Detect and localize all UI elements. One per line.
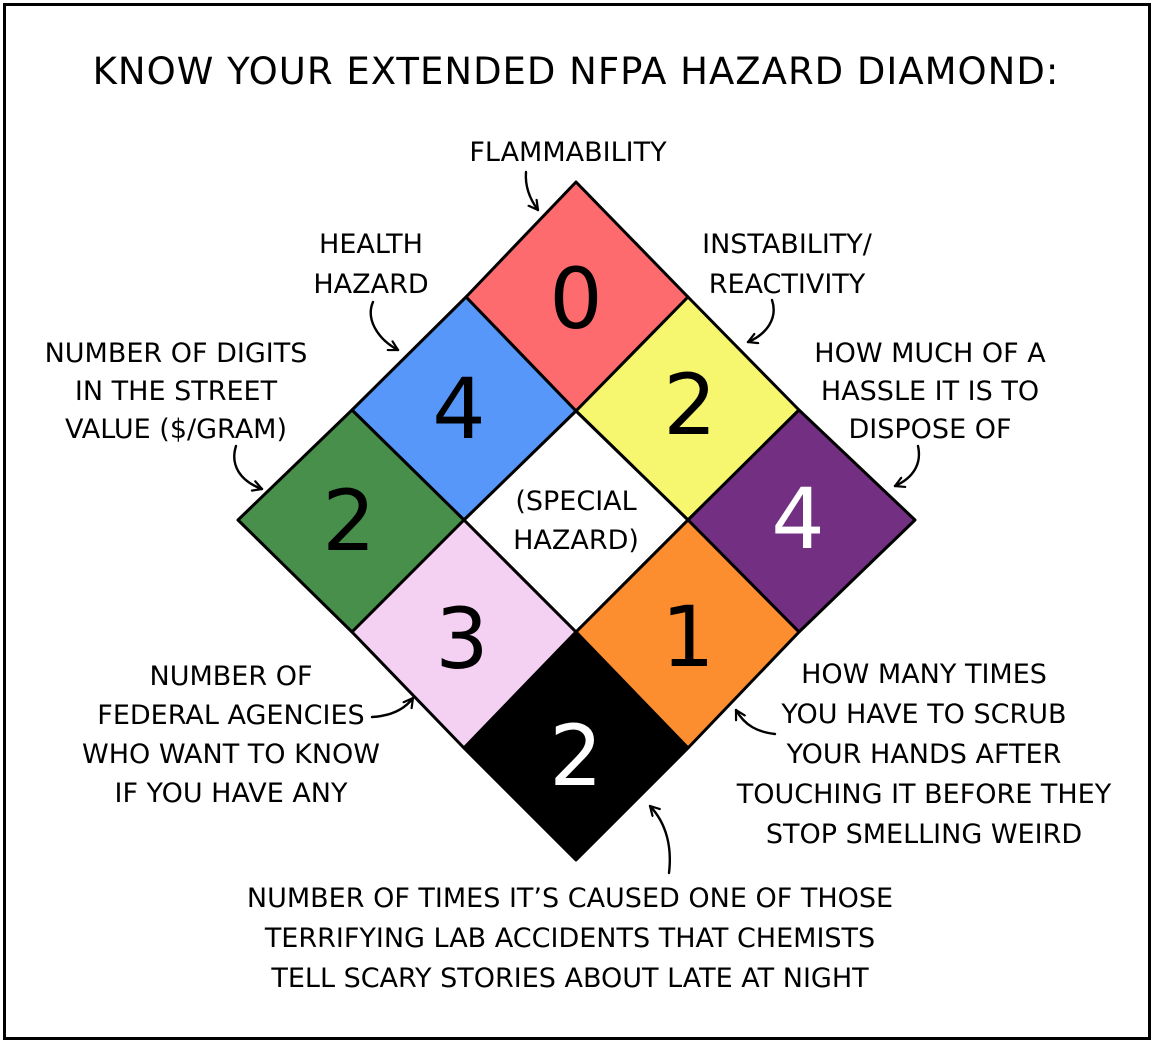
label-scrub-line: YOUR HANDS AFTER xyxy=(786,739,1062,770)
label-scrub-line: YOU HAVE TO SCRUB xyxy=(780,699,1066,730)
label-federal-line: IF YOU HAVE ANY xyxy=(114,778,348,809)
value-flammability: 0 xyxy=(549,250,602,348)
label-lab-accidents: NUMBER OF TIMES IT’S CAUSED ONE OF THOSE… xyxy=(247,883,893,994)
label-federal-line: NUMBER OF xyxy=(150,661,313,692)
label-health: HEALTH HAZARD xyxy=(313,229,428,300)
label-street-value-line: NUMBER OF DIGITS xyxy=(45,338,308,369)
label-street-value-line: IN THE STREET xyxy=(75,376,278,407)
value-lab-accidents: 2 xyxy=(549,707,602,805)
page-title: KNOW YOUR EXTENDED NFPA HAZARD DIAMOND: xyxy=(93,50,1060,93)
special-hazard-line-2: HAZARD) xyxy=(513,525,639,556)
arrow-disposal xyxy=(893,444,921,486)
label-scrub: HOW MANY TIMES YOU HAVE TO SCRUB YOUR HA… xyxy=(736,659,1112,850)
label-health-line: HAZARD xyxy=(313,269,428,300)
value-scrub: 1 xyxy=(661,588,714,686)
label-disposal-line: DISPOSE OF xyxy=(849,414,1012,445)
label-street-value-line: VALUE ($/GRAM) xyxy=(65,414,287,445)
arrow-lab-accidents xyxy=(648,804,671,875)
arrow-federal xyxy=(370,696,415,719)
value-health: 4 xyxy=(432,360,485,458)
label-scrub-line: STOP SMELLING WEIRD xyxy=(766,819,1082,850)
arrow-flammability xyxy=(524,170,540,212)
arrow-instability xyxy=(746,298,775,342)
diamond xyxy=(236,180,917,862)
label-flammability: FLAMMABILITY xyxy=(469,137,667,168)
label-federal: NUMBER OF FEDERAL AGENCIES WHO WANT TO K… xyxy=(82,661,380,809)
label-scrub-line: TOUCHING IT BEFORE THEY xyxy=(736,779,1112,810)
cell-lab-accidents xyxy=(462,630,690,862)
value-disposal: 4 xyxy=(771,470,824,568)
label-disposal-line: HOW MUCH OF A xyxy=(814,338,1046,369)
label-lab-accidents-line: NUMBER OF TIMES IT’S CAUSED ONE OF THOSE xyxy=(247,883,893,914)
pointer-arrows xyxy=(233,170,921,875)
label-lab-accidents-line: TELL SCARY STORIES ABOUT LATE AT NIGHT xyxy=(270,963,869,994)
label-street-value: NUMBER OF DIGITS IN THE STREET VALUE ($/… xyxy=(45,338,308,445)
label-instability-line: INSTABILITY/ xyxy=(702,229,873,260)
arrow-health xyxy=(369,300,400,352)
label-instability-line: REACTIVITY xyxy=(709,269,866,300)
label-federal-line: FEDERAL AGENCIES xyxy=(97,700,364,731)
label-flammability-line: FLAMMABILITY xyxy=(469,137,667,168)
arrow-scrub xyxy=(734,708,777,736)
arrow-street-value xyxy=(233,444,264,489)
label-health-line: HEALTH xyxy=(319,229,423,260)
label-scrub-line: HOW MANY TIMES xyxy=(801,659,1047,690)
special-hazard-line-1: (SPECIAL xyxy=(515,486,636,517)
value-federal: 3 xyxy=(435,590,488,688)
label-disposal: HOW MUCH OF A HASSLE IT IS TO DISPOSE OF xyxy=(814,338,1046,445)
value-street-value: 2 xyxy=(322,472,375,570)
value-instability: 2 xyxy=(663,356,716,454)
label-lab-accidents-line: TERRIFYING LAB ACCIDENTS THAT CHEMISTS xyxy=(264,923,875,954)
label-federal-line: WHO WANT TO KNOW xyxy=(82,739,380,770)
label-instability: INSTABILITY/ REACTIVITY xyxy=(702,229,873,300)
label-disposal-line: HASSLE IT IS TO xyxy=(821,376,1039,407)
